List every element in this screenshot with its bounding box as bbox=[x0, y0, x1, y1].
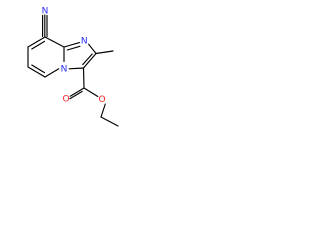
c3-n4-bond bbox=[68, 67, 85, 70]
bond-lines bbox=[27, 14, 119, 127]
c5-n4-bond bbox=[44, 68, 60, 78]
molecule-canvas: N N N O O bbox=[0, 0, 152, 152]
c2-c3-bond bbox=[82, 52, 97, 69]
c6-c5-inner-bond bbox=[31, 64, 46, 74]
imine-nitrogen-label: N bbox=[81, 37, 88, 47]
atom-labels: N N N O O bbox=[42, 7, 106, 106]
molecule-structure: N N N O O bbox=[27, 7, 119, 127]
c8-c7-inner-bond bbox=[31, 40, 46, 50]
c8-c7-bond bbox=[27, 36, 46, 48]
c6-c5-bond bbox=[27, 66, 46, 78]
ester-o-ch2-bond bbox=[100, 103, 106, 118]
ester-oxygen-label: O bbox=[98, 95, 105, 105]
n1-c2-bond bbox=[88, 43, 97, 55]
c8-c8a-bond bbox=[44, 36, 65, 48]
bridge-nitrogen-label: N bbox=[61, 64, 68, 74]
carbonyl-oxygen-label: O bbox=[62, 95, 69, 105]
nitrile-nitrogen-label: N bbox=[42, 7, 49, 17]
carbonyl-double-bond-1 bbox=[69, 87, 85, 97]
c3-carbonyl-bond bbox=[82, 67, 85, 89]
c8a-n1-inner-bond bbox=[66, 45, 81, 51]
c8a-n1-bond bbox=[63, 42, 80, 48]
methyl-bond bbox=[95, 50, 114, 55]
c2-c3-inner-bond bbox=[82, 53, 93, 66]
ch2-ch3-bond bbox=[100, 116, 119, 127]
carbonyl-double-bond-2 bbox=[69, 90, 83, 100]
carbonyl-ester-o-bond bbox=[83, 87, 99, 98]
